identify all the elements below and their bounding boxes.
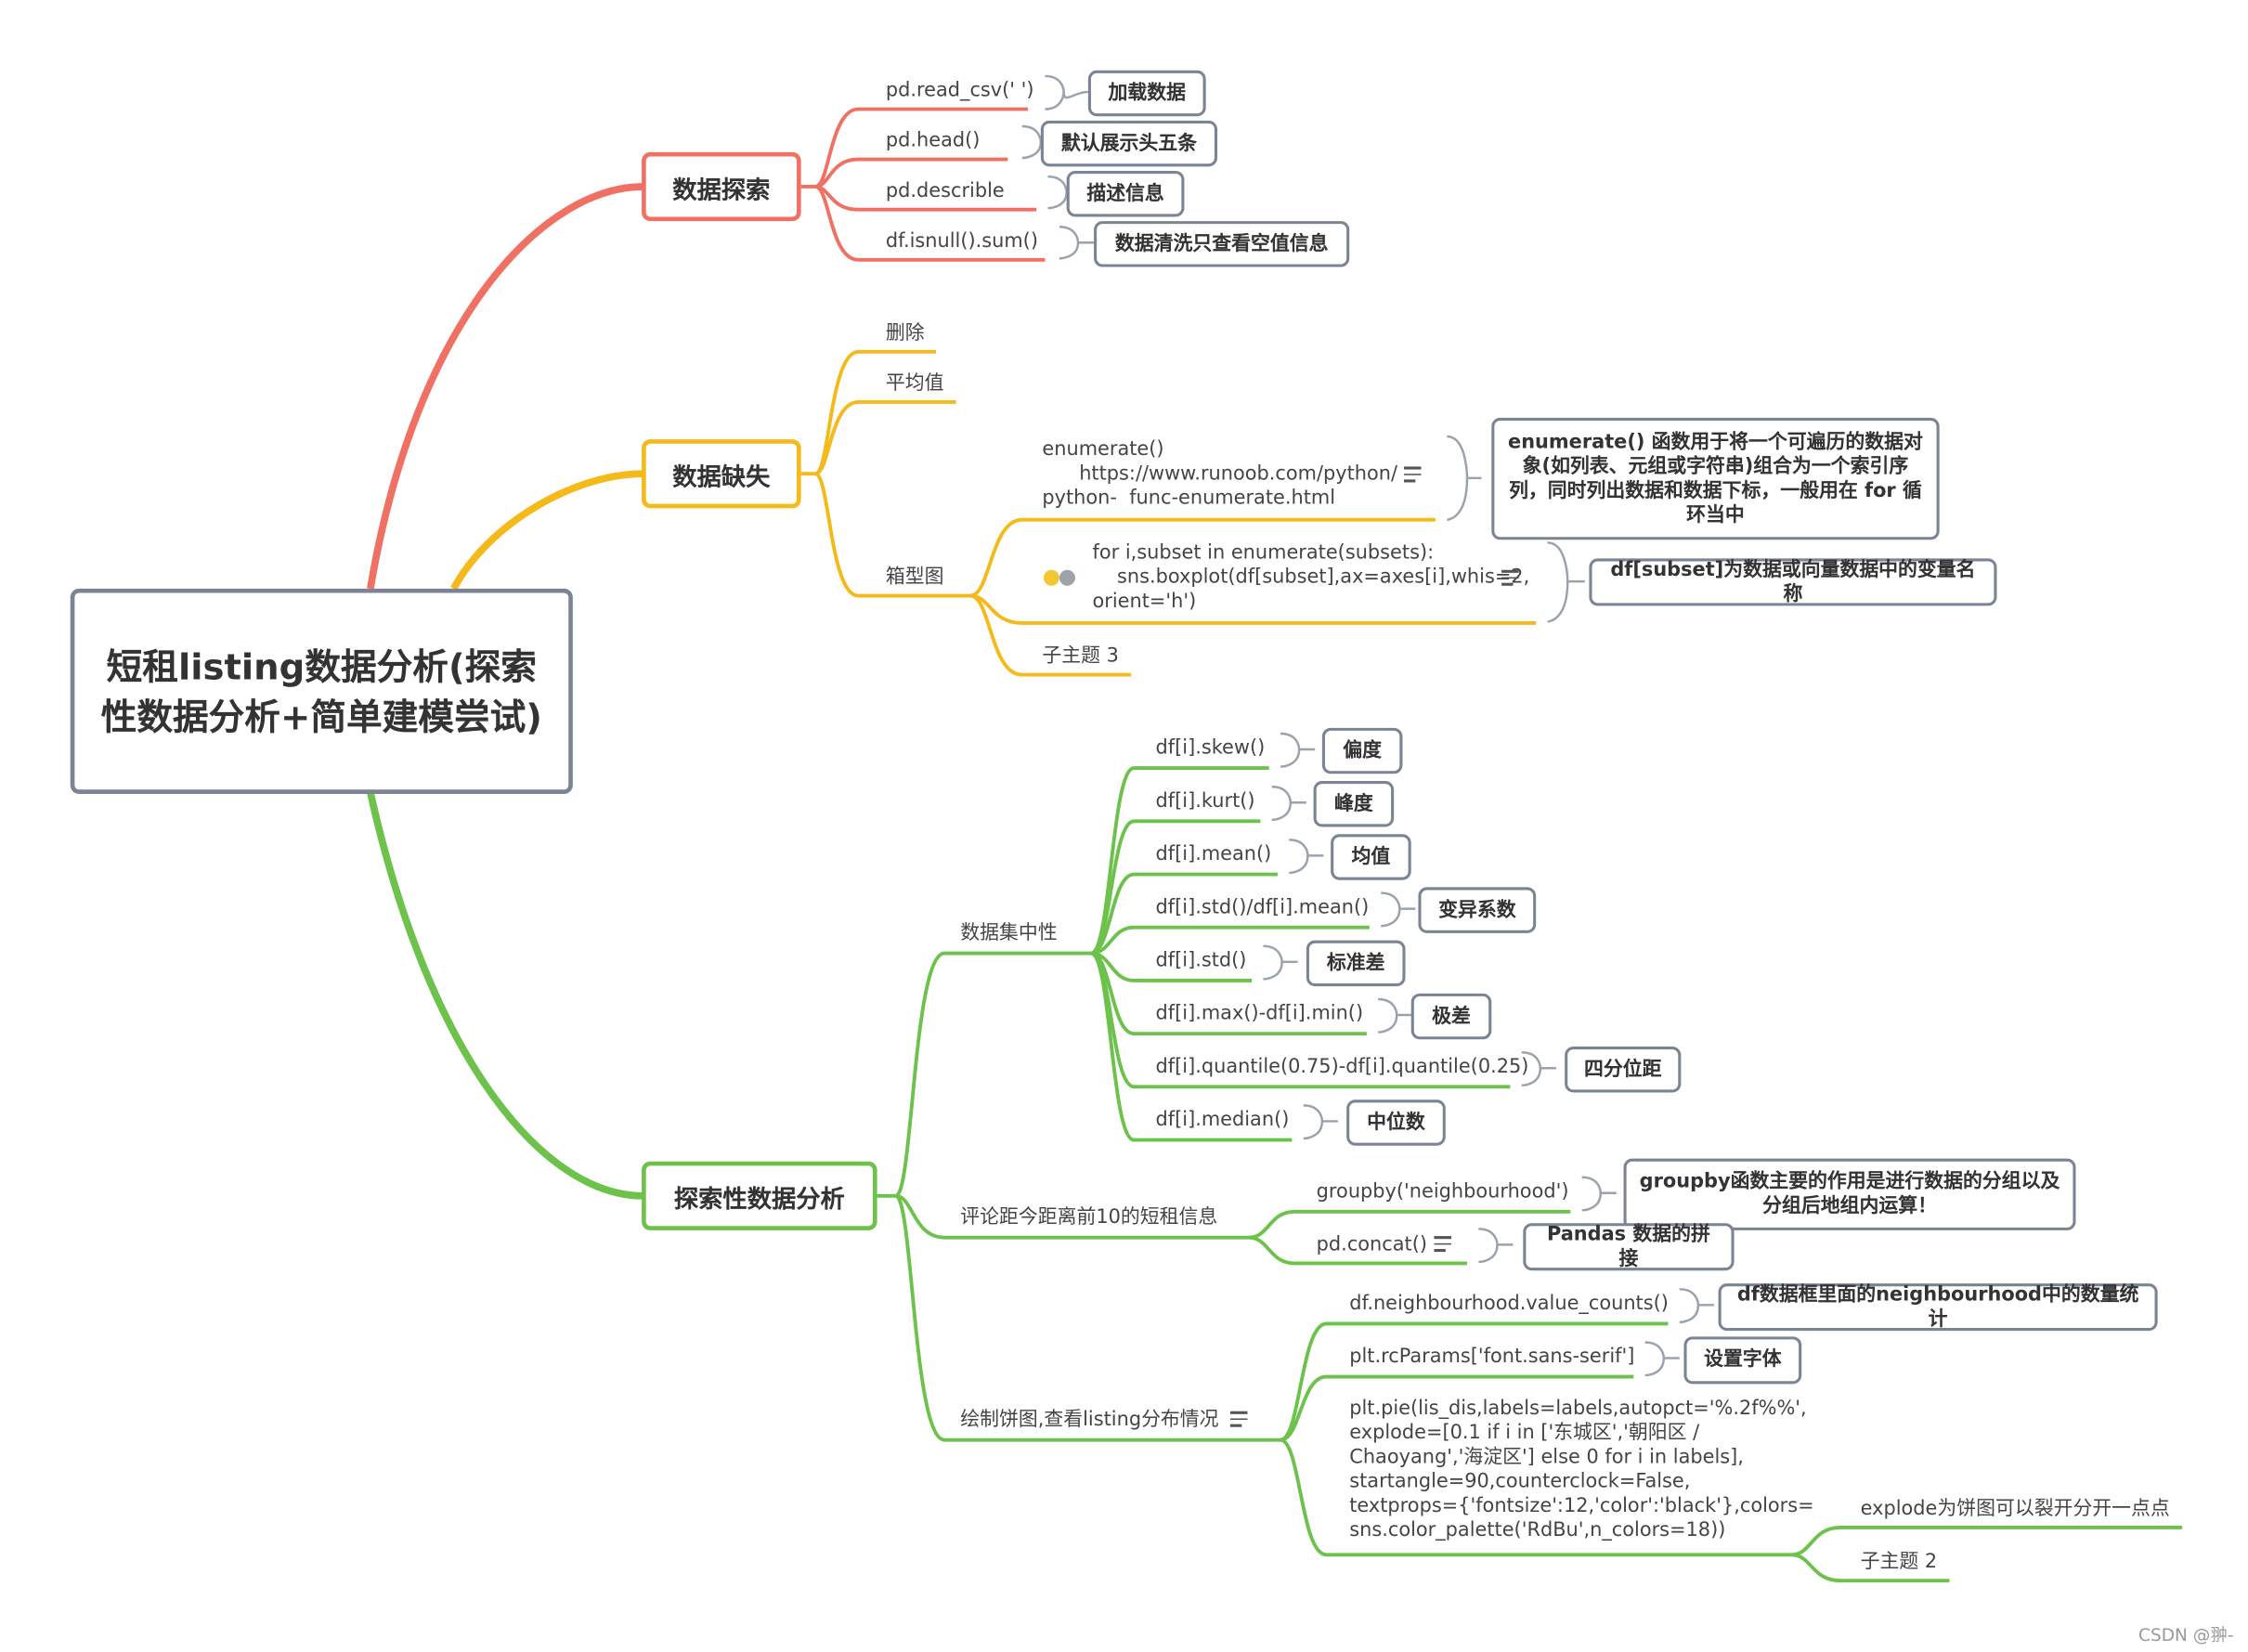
topic-boxplot-code[interactable]: for i,subset in enumerate(subsets): sns.… bbox=[1092, 540, 1530, 614]
topic-boxplot[interactable]: 箱型图 bbox=[885, 566, 944, 589]
note-load-data[interactable]: 加载数据 bbox=[1087, 70, 1206, 117]
branch-title: 探索性数据分析 bbox=[673, 1185, 845, 1215]
branch-title: 数据探索 bbox=[672, 176, 771, 205]
note-head-five[interactable]: 默认展示头五条 bbox=[1040, 120, 1218, 167]
note-text: 描述信息 bbox=[1086, 181, 1164, 205]
topic-isnull-sum[interactable]: df.isnull().sum() bbox=[885, 229, 1038, 254]
topic-median[interactable]: df[i].median() bbox=[1155, 1108, 1290, 1132]
topic-rcparams[interactable]: plt.rcParams['font.sans-serif'] bbox=[1349, 1345, 1635, 1369]
note-subset-desc[interactable]: df[subset]为数据或向量数据中的变量名称 bbox=[1589, 557, 1997, 606]
note-text: df数据框里面的neighbourhood中的数量统计 bbox=[1736, 1282, 2139, 1331]
note-text: 设置字体 bbox=[1704, 1347, 1782, 1372]
topic-explode[interactable]: explode为饼图可以裂开分开一点点 bbox=[1860, 1497, 2170, 1521]
topic-head[interactable]: pd.head() bbox=[885, 129, 981, 152]
topic-read-csv[interactable]: pd.read_csv(' ') bbox=[885, 79, 1034, 102]
root-title: 短租listing数据分析(探索性数据分析+简单建模尝试) bbox=[100, 644, 542, 737]
note-text: Pandas 数据的拼接 bbox=[1546, 1222, 1710, 1270]
note-text: 数据清洗只查看空值信息 bbox=[1114, 231, 1329, 255]
notes-icon[interactable] bbox=[1229, 1411, 1248, 1431]
topic-value-counts[interactable]: df.neighbourhood.value_counts() bbox=[1349, 1292, 1669, 1316]
badge-icon bbox=[1059, 569, 1075, 586]
topic-concentration[interactable]: 数据集中性 bbox=[960, 921, 1058, 945]
note-text: 极差 bbox=[1432, 1004, 1471, 1028]
root-topic[interactable]: 短租listing数据分析(探索性数据分析+简单建模尝试) bbox=[70, 588, 573, 794]
topic-mean-func[interactable]: df[i].mean() bbox=[1155, 842, 1272, 866]
note-enumerate-desc[interactable]: enumerate() 函数用于将一个可遍历的数据对象(如列表、元组或字符串)组… bbox=[1491, 417, 1940, 540]
topic-cv[interactable]: df[i].std()/df[i].mean() bbox=[1155, 895, 1370, 919]
topic-plt-pie[interactable]: plt.pie(lis_dis,labels=labels,autopct='%… bbox=[1349, 1397, 1814, 1542]
topic-kurt[interactable]: df[i].kurt() bbox=[1155, 789, 1255, 813]
topic-review[interactable]: 评论距今距离前10的短租信息 bbox=[960, 1205, 1218, 1229]
note-std[interactable]: 标准差 bbox=[1306, 940, 1406, 987]
note-text: df[subset]为数据或向量数据中的变量名称 bbox=[1610, 557, 1976, 605]
topic-pie[interactable]: 绘制饼图,查看listing分布情况 bbox=[960, 1408, 1219, 1432]
note-mean[interactable]: 均值 bbox=[1331, 834, 1411, 880]
topic-describle[interactable]: pd.describle bbox=[885, 179, 1005, 202]
topic-groupby[interactable]: groupby('neighbourhood') bbox=[1316, 1179, 1569, 1203]
topic-delete[interactable]: 删除 bbox=[885, 321, 925, 345]
note-text: 峰度 bbox=[1334, 791, 1373, 815]
note-text: 变异系数 bbox=[1438, 898, 1516, 921]
note-set-font[interactable]: 设置字体 bbox=[1683, 1336, 1802, 1385]
note-groupby[interactable]: groupby函数主要的作用是进行数据的分组以及分组后地组内运算！ bbox=[1623, 1158, 2076, 1230]
note-text: 加载数据 bbox=[1108, 81, 1186, 105]
topic-mean[interactable]: 平均值 bbox=[885, 371, 944, 396]
note-text: enumerate() 函数用于将一个可遍历的数据对象(如列表、元组或字符串)组… bbox=[1508, 430, 1923, 527]
note-iqr[interactable]: 四分位距 bbox=[1565, 1047, 1682, 1093]
topic-subtopic-2[interactable]: 子主题 2 bbox=[1860, 1550, 1938, 1574]
branch-eda[interactable]: 探索性数据分析 bbox=[642, 1161, 877, 1230]
emoji-sticker-icon bbox=[1043, 569, 1059, 586]
topic-skew[interactable]: df[i].skew() bbox=[1155, 736, 1266, 760]
note-text: 均值 bbox=[1351, 844, 1391, 868]
note-text: groupby函数主要的作用是进行数据的分组以及分组后地组内运算！ bbox=[1639, 1169, 2060, 1218]
note-value-counts[interactable]: df数据框里面的neighbourhood中的数量统计 bbox=[1718, 1282, 2158, 1332]
topic-iqr[interactable]: df[i].quantile(0.75)-df[i].quantile(0.25… bbox=[1155, 1055, 1529, 1079]
topic-range[interactable]: df[i].max()-df[i].min() bbox=[1155, 1002, 1364, 1025]
note-text: 偏度 bbox=[1343, 738, 1383, 762]
topic-enumerate[interactable]: enumerate() https://www.runoob.com/pytho… bbox=[1042, 437, 1398, 510]
topic-concat[interactable]: pd.concat() bbox=[1316, 1233, 1428, 1256]
branch-data-missing[interactable]: 数据缺失 bbox=[642, 439, 801, 509]
note-kurt[interactable]: 峰度 bbox=[1313, 781, 1395, 827]
note-median[interactable]: 中位数 bbox=[1346, 1099, 1446, 1146]
note-describe[interactable]: 描述信息 bbox=[1066, 170, 1185, 217]
watermark-credit: CSDN @翀- bbox=[2138, 1625, 2234, 1645]
branch-data-explore[interactable]: 数据探索 bbox=[642, 151, 801, 222]
topic-std[interactable]: df[i].std() bbox=[1155, 948, 1247, 972]
note-skew[interactable]: 偏度 bbox=[1321, 727, 1403, 774]
note-text: 标准差 bbox=[1326, 951, 1385, 974]
note-concat[interactable]: Pandas 数据的拼接 bbox=[1523, 1222, 1735, 1271]
note-text: 四分位距 bbox=[1584, 1057, 1662, 1081]
note-text: 默认展示头五条 bbox=[1060, 131, 1197, 155]
notes-icon[interactable] bbox=[1403, 466, 1422, 486]
note-null-info[interactable]: 数据清洗只查看空值信息 bbox=[1094, 221, 1350, 267]
branch-title: 数据缺失 bbox=[672, 462, 771, 492]
topic-subtopic-3[interactable]: 子主题 3 bbox=[1042, 644, 1119, 668]
note-text: 中位数 bbox=[1367, 1110, 1425, 1134]
note-range[interactable]: 极差 bbox=[1410, 993, 1492, 1040]
note-cv[interactable]: 变异系数 bbox=[1418, 887, 1537, 933]
notes-icon[interactable] bbox=[1434, 1236, 1452, 1255]
notes-icon[interactable] bbox=[1501, 569, 1519, 590]
